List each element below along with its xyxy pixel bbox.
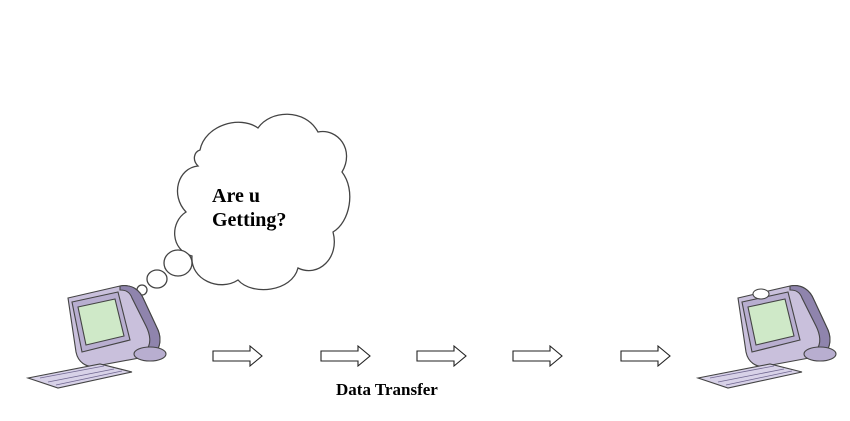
thought-dot-large	[163, 249, 193, 277]
sender-computer-icon	[25, 285, 167, 389]
data-transfer-caption: Data Transfer	[336, 380, 438, 399]
right-arrow-icon	[512, 344, 563, 368]
monitor-screen	[747, 298, 795, 346]
thought-cloud-icon	[136, 113, 351, 296]
transfer-arrows	[212, 344, 671, 368]
receiver-thought-dot	[752, 288, 770, 300]
right-arrow-icon	[320, 344, 371, 368]
thought-dot-medium	[146, 269, 168, 289]
right-arrow-icon	[212, 344, 263, 368]
monitor-stand	[133, 346, 167, 362]
thought-line-2: Getting?	[212, 209, 287, 231]
thought-cloud	[174, 113, 351, 291]
thought-bubble-text: Are u Getting?	[212, 184, 322, 232]
right-arrow-icon	[416, 344, 467, 368]
receiver-computer-icon	[695, 285, 837, 389]
thought-line-1: Are u	[212, 185, 260, 207]
keyboard-keys	[39, 365, 123, 386]
monitor-stand	[803, 346, 837, 362]
monitor-screen	[77, 298, 125, 346]
right-arrow-icon	[620, 344, 671, 368]
keyboard-keys	[709, 365, 793, 386]
